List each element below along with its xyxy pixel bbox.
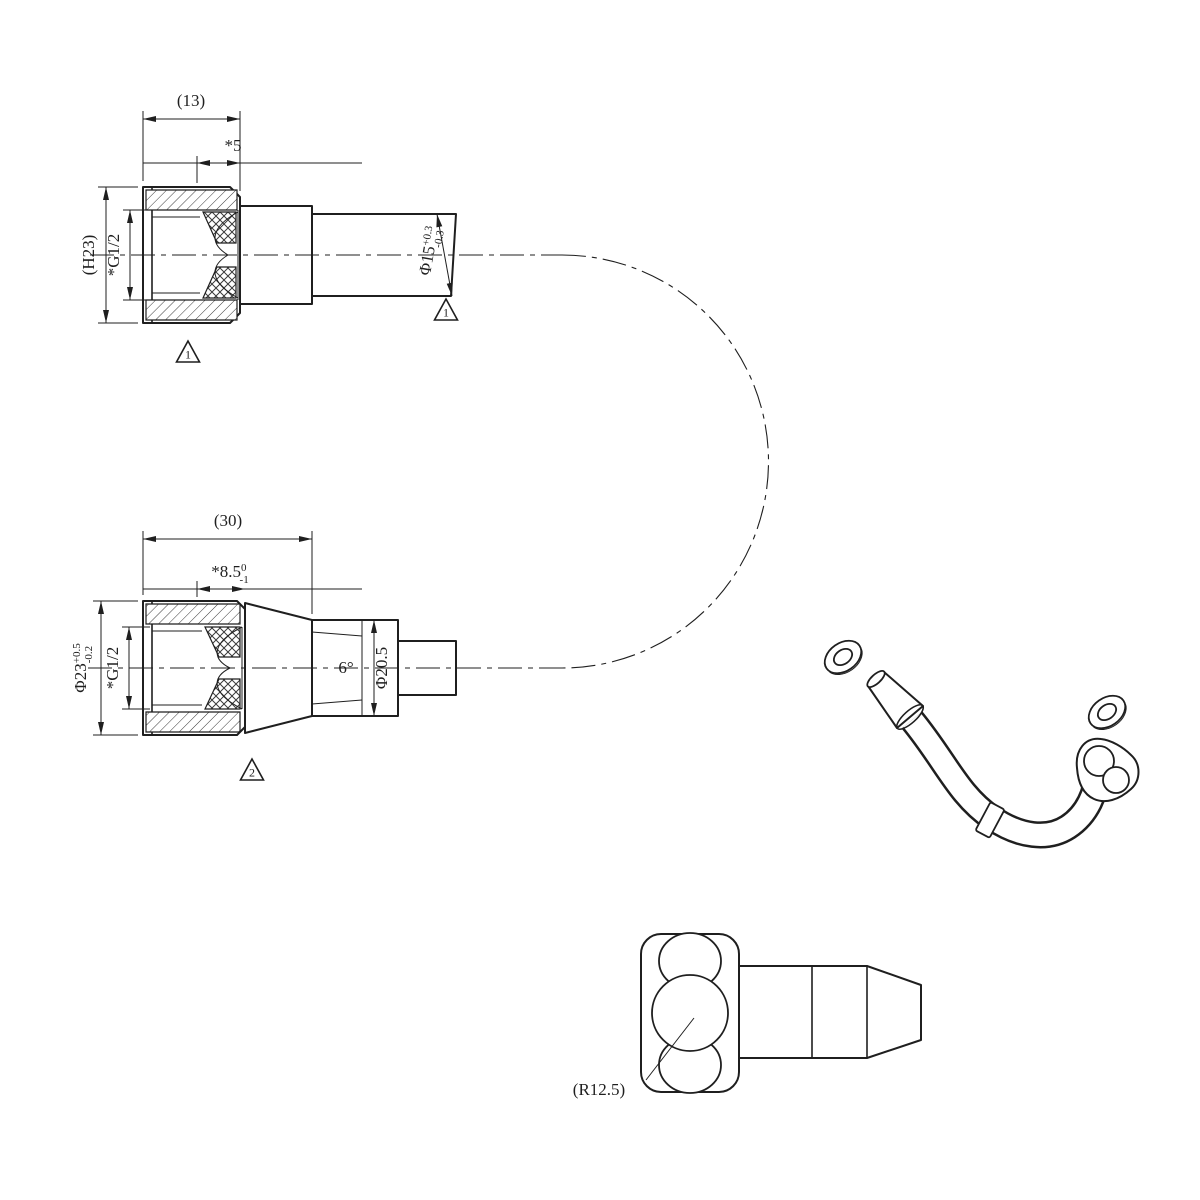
hose-centerline-arc [561,254,769,669]
dim-tube-dia-label: Φ15+0.3-0.3 [415,224,447,277]
tol-lower: -1 [240,574,249,586]
tol-lower: -0.3 [432,229,447,249]
hose-clamp [975,801,1005,839]
wall-hatch-top [145,603,241,625]
taper-line-bottom [311,699,363,705]
dim-height-label: (H23) [79,235,98,276]
washer-thickness-edge [1092,703,1127,730]
tol-lower: -0.2 [83,646,95,663]
cone-base-edge [895,703,925,731]
elbow-center-sphere [651,974,729,1052]
dim-depth-value: *8.5 [211,562,241,581]
cone-end-face [866,670,886,688]
dim-cone-dia-label: Φ20.5 [372,647,391,689]
elbow-pipe [738,965,922,1059]
angle-label: 6° [338,658,353,677]
nut-facet-2 [1102,766,1130,794]
seal-hatch-top [202,211,237,244]
washer-hole [832,647,854,667]
note-triangle-2 [433,297,459,321]
dim-tube-dia-value: Φ15 [415,245,439,277]
dim-dia-value: Φ23 [71,663,90,692]
wall-hatch-bottom [145,299,238,321]
washer-thickness-edge [828,648,863,675]
wall-hatch-bottom [145,711,241,733]
dim-width-label: (30) [214,511,242,530]
section-view-hose-end-2: (30) *8.50-1 Φ23+0.5-0.2 *G1/2 6° Φ20.5 … [71,511,562,781]
dim-line-tube-dia [436,213,453,297]
seal-hatch-top [204,626,241,658]
wall-hatch-top [145,189,238,211]
tol-upper: 0 [241,562,247,574]
washer-2 [1087,694,1127,730]
dim-width-label: (13) [177,91,205,110]
dim-radius-label: (R12.5) [573,1080,625,1099]
thread-spec-label: *G1/2 [104,234,123,277]
note-triangle-2-label: 1 [443,306,449,320]
washer-hole [1096,702,1118,722]
dim-depth-label: *5 [225,136,242,155]
radius-leader-line [645,1017,695,1081]
dim-depth-label: *8.50-1 [211,562,248,586]
note-triangle-1 [175,339,201,363]
elbow-detail-view: (R12.5) [573,932,922,1099]
note-triangle-label: 2 [249,766,255,780]
note-triangle [239,757,265,781]
tol-upper: +0.3 [420,224,435,246]
isometric-hose-assembly [823,639,1140,849]
section-view-hose-end-1: (13) *5 (H23) *G1/2 Φ15+0.3-0.3 1 1 [79,91,562,363]
tol-upper: +0.5 [71,643,83,663]
seal-hatch-bottom [202,266,237,299]
hose-tube-inner [903,713,1109,846]
nut-facet-1 [1083,745,1115,777]
taper-line-top [311,631,363,637]
note-triangle-1-label: 1 [185,348,191,362]
dim-dia-label: Φ23+0.5-0.2 [71,643,95,693]
seal-hatch-bottom [204,678,241,710]
thread-spec-label: *G1/2 [103,647,122,690]
washer-1 [823,639,863,675]
